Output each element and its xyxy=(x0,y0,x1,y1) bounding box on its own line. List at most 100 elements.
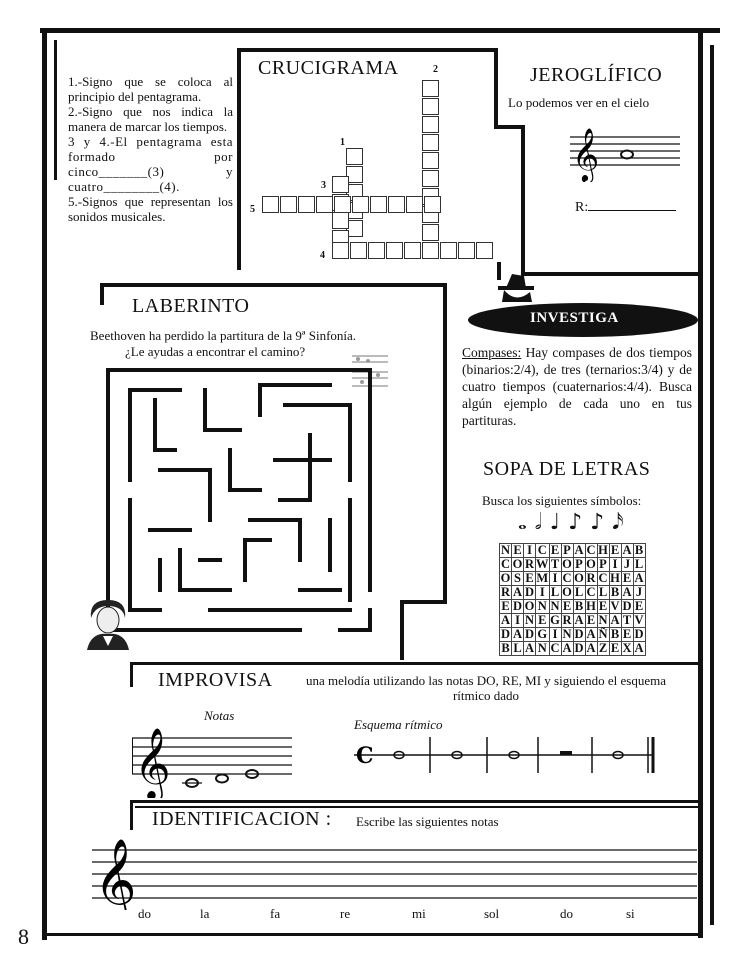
word-search-cell[interactable]: D xyxy=(511,599,524,614)
word-search-cell[interactable]: A xyxy=(608,613,622,628)
word-search-cell[interactable]: A xyxy=(560,641,574,656)
word-search-cell[interactable]: E xyxy=(560,599,574,614)
word-search-cell[interactable]: G xyxy=(535,627,550,642)
word-search-cell[interactable]: E xyxy=(511,543,524,558)
word-search-cell[interactable]: H xyxy=(608,571,622,586)
word-search-cell[interactable]: P xyxy=(596,557,610,572)
word-search-cell[interactable]: E xyxy=(584,613,598,628)
word-search-cell[interactable]: O xyxy=(560,585,574,600)
crossword-cell[interactable] xyxy=(422,98,439,115)
word-search-cell[interactable]: D xyxy=(572,627,586,642)
word-search-cell[interactable]: P xyxy=(560,543,574,558)
crossword-cell[interactable] xyxy=(350,242,367,259)
word-search-cell[interactable]: A xyxy=(511,627,524,642)
word-search-cell[interactable]: N xyxy=(560,627,574,642)
word-search-cell[interactable]: A xyxy=(572,543,586,558)
word-search-cell[interactable]: E xyxy=(499,599,512,614)
word-search-cell[interactable]: B xyxy=(499,641,512,656)
word-search-cell[interactable]: T xyxy=(620,613,634,628)
word-search-cell[interactable]: G xyxy=(548,613,562,628)
crossword-cell[interactable] xyxy=(280,196,297,213)
word-search-cell[interactable]: W xyxy=(535,557,550,572)
word-search-cell[interactable]: V xyxy=(632,613,646,628)
crossword-cell[interactable] xyxy=(262,196,279,213)
word-search-cell[interactable]: T xyxy=(548,557,562,572)
crossword-cell[interactable] xyxy=(332,212,349,229)
word-search-cell[interactable]: O xyxy=(523,599,536,614)
crossword-cell[interactable] xyxy=(370,196,387,213)
word-search-cell[interactable]: A xyxy=(511,585,524,600)
word-search-cell[interactable]: H xyxy=(584,599,598,614)
crossword-cell[interactable] xyxy=(422,152,439,169)
word-search-cell[interactable]: D xyxy=(523,627,536,642)
word-search-cell[interactable]: E xyxy=(596,599,610,614)
word-search-cell[interactable]: E xyxy=(523,571,536,586)
word-search-cell[interactable]: R xyxy=(584,571,598,586)
word-search-cell[interactable]: L xyxy=(596,585,610,600)
word-search-cell[interactable]: B xyxy=(608,585,622,600)
word-search-cell[interactable]: E xyxy=(632,599,646,614)
word-search-cell[interactable]: I xyxy=(511,613,524,628)
word-search-cell[interactable]: C xyxy=(548,641,562,656)
word-search-cell[interactable]: N xyxy=(499,543,512,558)
word-search-cell[interactable]: O xyxy=(499,571,512,586)
crossword-cell[interactable] xyxy=(458,242,475,259)
crossword-cell[interactable] xyxy=(386,242,403,259)
word-search-cell[interactable]: R xyxy=(560,613,574,628)
word-search-cell[interactable]: D xyxy=(620,599,634,614)
crossword-cell[interactable] xyxy=(346,148,363,165)
crossword-cell[interactable] xyxy=(346,166,363,183)
crossword-cell[interactable] xyxy=(422,242,439,259)
word-search-cell[interactable]: N xyxy=(548,599,562,614)
word-search-cell[interactable]: Ñ xyxy=(596,627,610,642)
word-search-cell[interactable]: L xyxy=(632,557,646,572)
identification-staff[interactable]: 𝄞 xyxy=(92,830,697,910)
word-search-cell[interactable]: L xyxy=(548,585,562,600)
word-search-cell[interactable]: Z xyxy=(596,641,610,656)
crossword-cell[interactable] xyxy=(368,242,385,259)
word-search-cell[interactable]: R xyxy=(523,557,536,572)
word-search-cell[interactable]: R xyxy=(499,585,512,600)
crossword-cell[interactable] xyxy=(388,196,405,213)
word-search-cell[interactable]: O xyxy=(584,557,598,572)
word-search-cell[interactable]: A xyxy=(572,613,586,628)
word-search-cell[interactable]: C xyxy=(584,543,598,558)
word-search-cell[interactable]: C xyxy=(560,571,574,586)
word-search-cell[interactable]: D xyxy=(523,585,536,600)
word-search-cell[interactable]: J xyxy=(632,585,646,600)
word-search-cell[interactable]: I xyxy=(523,543,536,558)
word-search-cell[interactable]: I xyxy=(548,571,562,586)
crossword-cell[interactable] xyxy=(332,242,349,259)
word-search-cell[interactable]: H xyxy=(596,543,610,558)
word-search-cell[interactable]: B xyxy=(608,627,622,642)
word-search-cell[interactable]: D xyxy=(572,641,586,656)
crossword-cell[interactable] xyxy=(316,196,333,213)
crossword-cell[interactable] xyxy=(422,170,439,187)
word-search-cell[interactable]: C xyxy=(535,543,550,558)
word-search-cell[interactable]: A xyxy=(620,543,634,558)
crossword-cell[interactable] xyxy=(332,176,349,193)
word-search-cell[interactable]: A xyxy=(632,641,646,656)
word-search-cell[interactable]: E xyxy=(620,571,634,586)
word-search-cell[interactable]: E xyxy=(608,543,622,558)
crossword-cell[interactable] xyxy=(406,196,423,213)
word-search-cell[interactable]: E xyxy=(535,613,550,628)
word-search-cell[interactable]: N xyxy=(535,599,550,614)
word-search-cell[interactable]: J xyxy=(620,557,634,572)
word-search-cell[interactable]: A xyxy=(620,585,634,600)
word-search-cell[interactable]: I xyxy=(608,557,622,572)
word-search-cell[interactable]: X xyxy=(620,641,634,656)
crossword-cell[interactable] xyxy=(422,80,439,97)
word-search-cell[interactable]: O xyxy=(560,557,574,572)
crossword-cell[interactable] xyxy=(352,196,369,213)
crossword-cell[interactable] xyxy=(476,242,493,259)
word-search-cell[interactable]: L xyxy=(511,641,524,656)
word-search-cell[interactable]: I xyxy=(548,627,562,642)
word-search-cell[interactable]: N xyxy=(523,613,536,628)
word-search-cell[interactable]: A xyxy=(584,627,598,642)
crossword-cell[interactable] xyxy=(298,196,315,213)
word-search-cell[interactable]: E xyxy=(620,627,634,642)
crossword-cell[interactable] xyxy=(424,196,441,213)
word-search-cell[interactable]: D xyxy=(499,627,512,642)
word-search-cell[interactable]: A xyxy=(523,641,536,656)
